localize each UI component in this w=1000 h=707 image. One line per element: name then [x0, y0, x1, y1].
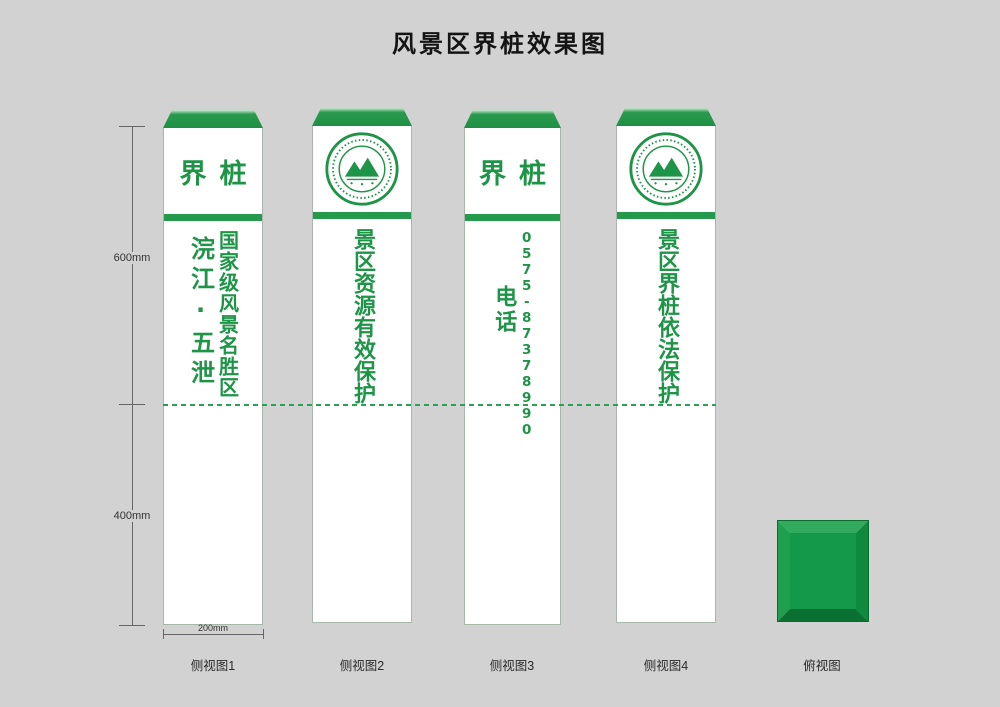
- pillar-header: 界桩: [465, 128, 560, 214]
- pillar-body: 界桩 国家级风景名胜区 浣江·五泄: [163, 128, 263, 625]
- pillar-side-view-4: 景区界桩依法保护: [616, 108, 716, 623]
- green-separator-band: [465, 214, 560, 221]
- dimension-tick-ground: [119, 404, 145, 405]
- vertical-text-area: 景区资源有效保护: [313, 219, 411, 439]
- caption-side-view-3: 侧视图3: [489, 659, 535, 673]
- vertical-text-area: 0575-87378990 电话: [465, 221, 560, 441]
- vertical-text-main: 景区界桩依法保护: [654, 228, 679, 404]
- vertical-text-main: 景区资源有效保护: [350, 228, 375, 404]
- width-dimension-line: [163, 634, 263, 635]
- pillar-cap: [464, 110, 561, 128]
- page-title: 风景区界桩效果图: [392, 32, 608, 58]
- pillar-side-view-3: 界桩 0575-87378990 电话: [464, 110, 561, 625]
- green-separator-band: [313, 212, 411, 219]
- national-park-seal-icon: [629, 132, 703, 206]
- dimension-tick-bottom: [119, 625, 145, 626]
- vertical-text-area: 国家级风景名胜区 浣江·五泄: [164, 221, 262, 441]
- vertical-dimension-line: [132, 126, 133, 625]
- pillar-cap: [312, 108, 412, 126]
- width-dimension-tick-left: [163, 629, 164, 639]
- vertical-text-sub: 电话: [491, 285, 517, 335]
- vertical-text-area: 景区界桩依法保护: [617, 219, 715, 439]
- pillar-header: [313, 126, 411, 212]
- vertical-text-phone: 0575-87378990: [518, 230, 535, 438]
- pillar-body: 界桩 0575-87378990 电话: [464, 128, 561, 625]
- dimension-label-above-ground: 600mm: [104, 252, 160, 264]
- green-separator-band: [164, 214, 262, 221]
- top-view-square: [777, 520, 869, 622]
- green-separator-band: [617, 212, 715, 219]
- pillar-body: 景区界桩依法保护: [616, 126, 716, 623]
- pillar-body: 景区资源有效保护: [312, 126, 412, 623]
- pillar-cap: [163, 110, 263, 128]
- pillar-header: 界桩: [164, 128, 262, 214]
- width-dimension-label: 200mm: [197, 623, 228, 633]
- pillar-side-view-1: 界桩 国家级风景名胜区 浣江·五泄: [163, 110, 263, 625]
- pillar-header-text: 界桩: [479, 158, 559, 190]
- pillar-side-view-2: 景区资源有效保护: [312, 108, 412, 623]
- caption-side-view-4: 侧视图4: [643, 659, 689, 673]
- caption-side-view-1: 侧视图1: [190, 659, 236, 673]
- pillar-cap: [616, 108, 716, 126]
- ground-level-dashed-line: [163, 404, 716, 406]
- vertical-text-main: 国家级风景名胜区: [215, 230, 240, 398]
- pillar-header: [617, 126, 715, 212]
- vertical-text-sub: 浣江·五泄: [186, 236, 215, 390]
- national-park-seal-icon: [325, 132, 399, 206]
- width-dimension-tick-right: [263, 629, 264, 639]
- caption-side-view-2: 侧视图2: [339, 659, 385, 673]
- dimension-tick-top: [119, 126, 145, 127]
- dimension-label-below-ground: 400mm: [104, 510, 160, 522]
- pillar-header-text: 界桩: [179, 158, 260, 190]
- caption-top-view: 俯视图: [803, 659, 841, 673]
